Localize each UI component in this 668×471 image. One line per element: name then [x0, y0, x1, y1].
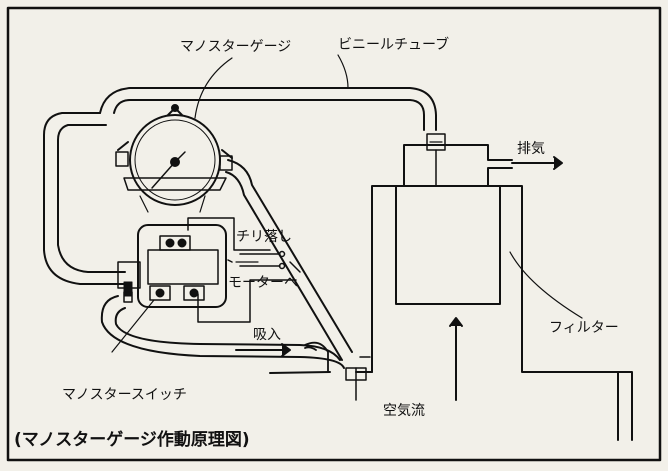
diagram-caption: (マノスターゲージ作動原理図) — [14, 430, 250, 450]
leader-lines — [111, 54, 583, 353]
airflow-label: 空気流 — [383, 403, 425, 419]
tube-fitting-top — [426, 133, 446, 187]
exhaust-arrow — [511, 156, 563, 170]
vinyl-tube-label: ビニールチューブ — [338, 37, 450, 53]
vinyl-tube-gauge-to-intake — [225, 159, 353, 361]
exhaust-label: 排気 — [517, 141, 545, 157]
airflow-arrow — [449, 317, 463, 401]
gauge-needle — [151, 161, 176, 189]
intake-label: 吸入 — [253, 327, 281, 343]
filter-housing — [355, 144, 633, 441]
dust-drop-label: チリ落し — [236, 229, 292, 245]
to-motor-label: モーターへ — [228, 275, 298, 291]
manostar-gauge-label: マノスターゲージ — [180, 39, 292, 55]
intake-connection — [269, 341, 371, 401]
switch-wiring — [187, 217, 301, 323]
vinyl-tube-left-loop — [43, 112, 126, 285]
manostar-gauge — [115, 104, 233, 213]
intake-arrow — [235, 343, 291, 357]
outer-frame — [6, 6, 662, 462]
manostar-switch-label: マノスタースイッチ — [62, 387, 187, 403]
vinyl-tube-switch-to-intake — [100, 295, 345, 369]
manostar-switch — [117, 224, 233, 308]
filter-label: フィルター — [549, 320, 619, 336]
filter-element — [395, 185, 501, 305]
vinyl-tube-top — [99, 87, 437, 131]
